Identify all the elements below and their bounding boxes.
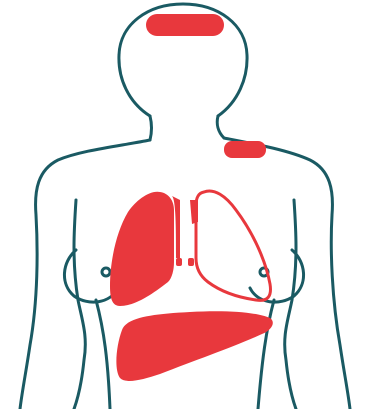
- liver: [116, 311, 272, 381]
- bronchus-mark-right: [188, 258, 194, 266]
- left-flank-line: [96, 300, 110, 409]
- left-lung-outline: [196, 191, 270, 300]
- neck-right: [217, 116, 224, 138]
- left-nipple: [102, 268, 110, 276]
- neck-left: [150, 116, 152, 140]
- right-lung: [110, 192, 174, 306]
- left-breast-outline: [64, 250, 118, 302]
- shoulder-highlight: [224, 141, 266, 158]
- right-waist-line: [285, 200, 296, 409]
- left-waist-line: [74, 200, 85, 409]
- bronchus-mark-left: [176, 258, 182, 266]
- head-highlight: [146, 14, 224, 36]
